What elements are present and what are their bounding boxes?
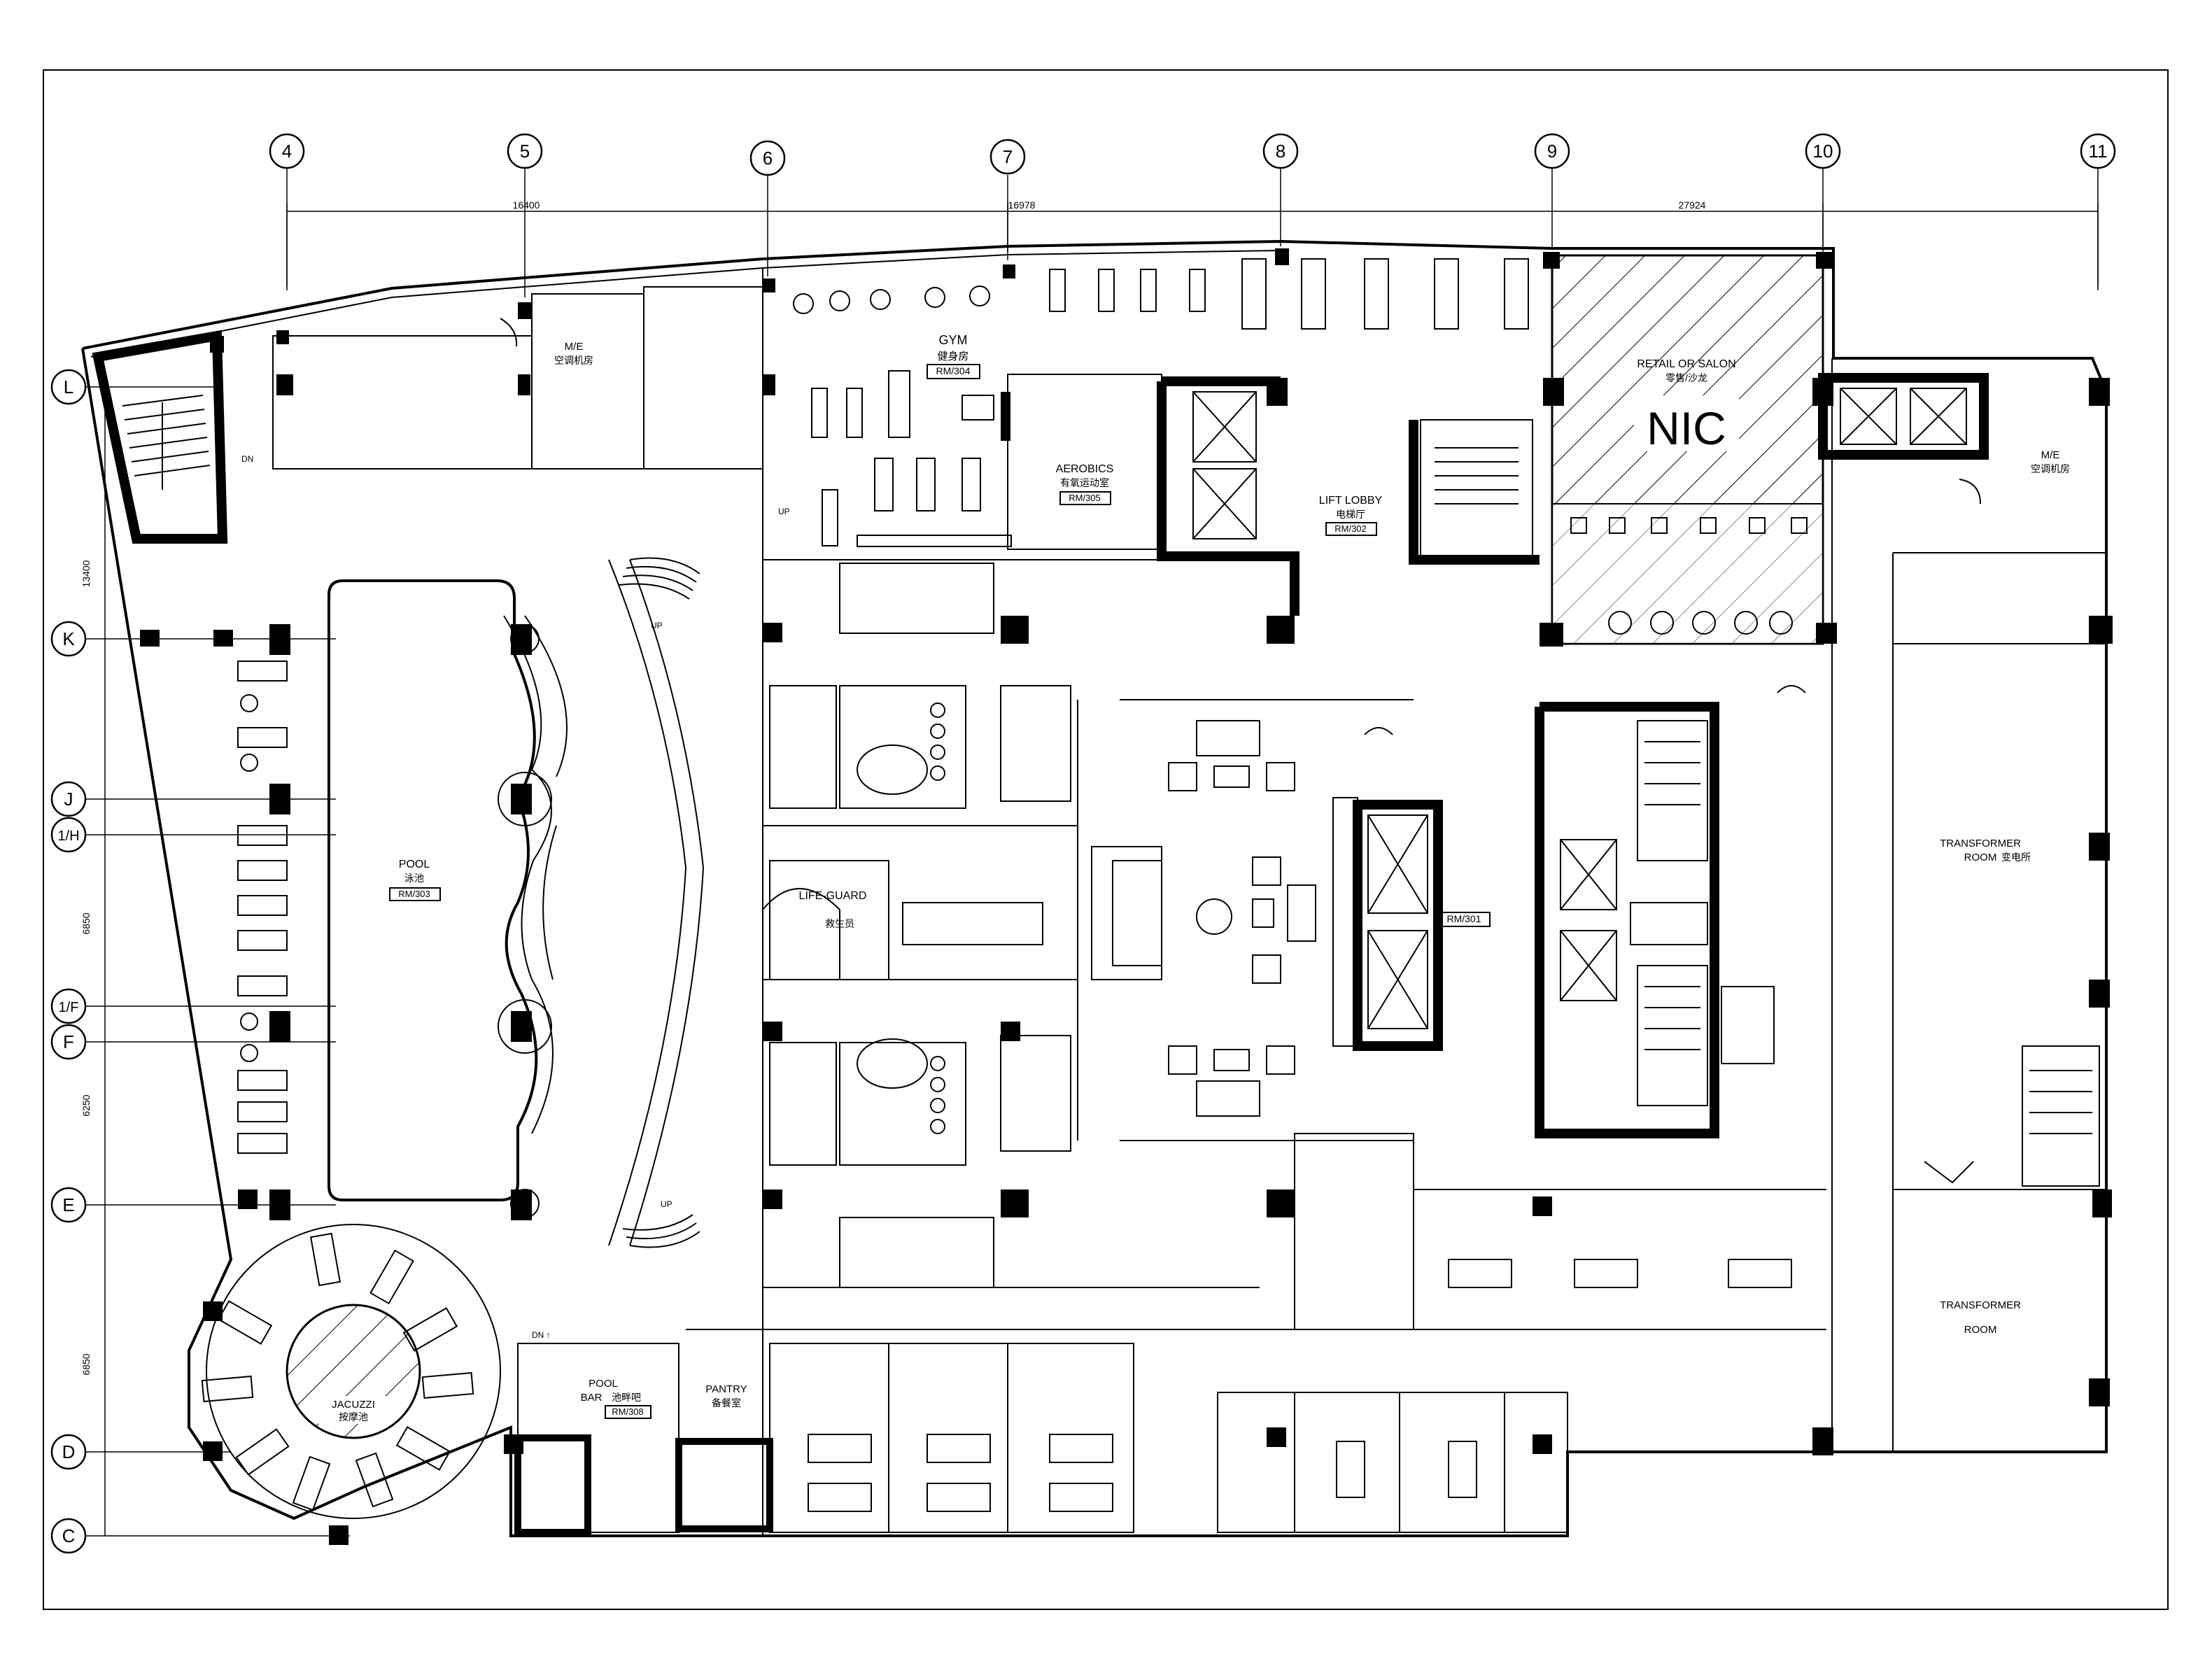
up-mark-pool: UP xyxy=(651,621,663,630)
grid-col-8: 8 xyxy=(1276,141,1285,162)
dn-mark-stair: DN xyxy=(241,454,253,464)
transformer2-label: TRANSFORMER xyxy=(1940,1299,2021,1311)
aerobics-cn-label: 有氧运动室 xyxy=(1060,477,1109,488)
gym-equipment xyxy=(793,258,1529,547)
south-rooms xyxy=(514,1133,1792,1536)
pantry-cn-label: 备餐室 xyxy=(712,1397,741,1409)
dimension-top-3: 27924 xyxy=(1679,199,1706,211)
grid-row-E: E xyxy=(62,1194,74,1215)
room-labels: GYM 健身房 RM/304 AEROBICS 有氧运动室 RM/305 LIF… xyxy=(241,333,2070,1424)
retail-seats xyxy=(1570,517,1808,635)
central-walls xyxy=(686,559,1826,1330)
pantry-label: PANTRY xyxy=(705,1383,747,1395)
lift-lobby-cn-label: 电梯厅 xyxy=(1336,509,1365,520)
pool-label: POOL xyxy=(399,859,430,870)
grid-row-C: C xyxy=(62,1525,76,1546)
transformer1-label2: ROOM xyxy=(1964,852,1997,863)
pool-code: RM/303 xyxy=(398,889,430,899)
pool-bar-label: POOL xyxy=(589,1378,618,1390)
jacuzzi-cn-label: 按摩池 xyxy=(339,1411,368,1423)
up-mark-south: UP xyxy=(661,1199,672,1209)
aerobics-code: RM/305 xyxy=(1069,493,1101,503)
me-right-label: M/E xyxy=(2041,449,2060,461)
retail-mark: NIC xyxy=(1647,402,1726,454)
gym-label: GYM xyxy=(938,333,967,347)
grid-row-F: F xyxy=(63,1031,74,1052)
pool-bar-label2: BAR xyxy=(581,1392,603,1404)
row-grid: L K J 1/H 1/F F E D C xyxy=(50,369,350,1554)
changing-rooms xyxy=(762,563,1071,1288)
lift-lobby-label: LIFT LOBBY xyxy=(1319,495,1383,507)
grid-col-9: 9 xyxy=(1547,141,1557,162)
transformer2-label2: ROOM xyxy=(1964,1324,1997,1336)
dimension-top-2: 16978 xyxy=(1008,199,1036,211)
pool-bar-cn-label: 池畔吧 xyxy=(612,1392,641,1403)
pool-stairs xyxy=(619,557,700,1248)
retail-cn-label: 零售/沙龙 xyxy=(1665,372,1707,383)
dimension-left-3: 6250 xyxy=(80,1094,92,1116)
sheet-border xyxy=(43,69,2169,1610)
grid-row-1F: 1/F xyxy=(59,1000,79,1015)
dimension-left-4: 6850 xyxy=(80,1353,92,1375)
grid-col-7: 7 xyxy=(1003,146,1013,167)
grid-row-1H: 1/H xyxy=(57,828,79,844)
grid-col-11: 11 xyxy=(2089,141,2108,162)
dn-mark-bar: DN ↑ xyxy=(532,1330,551,1340)
me-left-label: M/E xyxy=(565,341,584,353)
lift-core-central xyxy=(1332,797,1443,1051)
grid-col-4: 4 xyxy=(282,141,292,162)
retail-shopfront xyxy=(1551,503,1824,644)
grid-col-5: 5 xyxy=(520,141,530,162)
lift-core-north xyxy=(1157,376,1540,616)
lift-lobby-code: RM/302 xyxy=(1334,523,1367,534)
door-swings xyxy=(500,318,1981,1184)
grid-col-10: 10 xyxy=(1813,141,1833,162)
lounge-furniture xyxy=(1091,720,1316,1117)
grid-row-J: J xyxy=(64,789,73,810)
transformer1-label: TRANSFORMER xyxy=(1940,838,2021,849)
up-mark-west: UP xyxy=(778,507,790,516)
grid-row-K: K xyxy=(62,628,75,649)
lifeguard-cn-label: 救生员 xyxy=(825,918,854,929)
me-room-left xyxy=(272,286,763,470)
column-grid: 4 5 6 7 8 9 10 11 xyxy=(269,133,2116,297)
gym-cn-label: 健身房 xyxy=(937,351,968,362)
aerobics-label: AEROBICS xyxy=(1056,463,1114,475)
lift-core-northeast xyxy=(1818,373,2100,1187)
dimension-left-2: 6850 xyxy=(80,912,92,934)
jacuzzi xyxy=(201,1224,501,1519)
retail-label: RETAIL OR SALON xyxy=(1637,358,1735,370)
pool-loungers xyxy=(237,661,288,1154)
transformer1-cn-label: 变电所 xyxy=(2001,852,2031,863)
grid-row-L: L xyxy=(64,376,73,397)
lifeguard-label: LIFE-GUARD xyxy=(799,890,867,902)
jacuzzi-label: JACUZZI xyxy=(332,1399,375,1411)
grid-col-6: 6 xyxy=(763,148,773,169)
pool-bar-code: RM/308 xyxy=(612,1406,644,1417)
me-right-cn-label: 空调机房 xyxy=(2031,463,2070,474)
gym-code: RM/304 xyxy=(936,365,970,376)
main-code: RM/301 xyxy=(1446,913,1481,924)
structural-columns xyxy=(140,248,2113,1545)
pool-cn-label: 泳池 xyxy=(404,873,424,884)
aerobics-room xyxy=(1001,374,1162,550)
grid-row-D: D xyxy=(62,1441,76,1462)
stair-northwest xyxy=(92,330,228,544)
pool xyxy=(327,559,705,1246)
me-left-cn-label: 空调机房 xyxy=(554,355,593,366)
dimension-left-1: 13400 xyxy=(80,560,92,587)
dimension-top-1: 16400 xyxy=(513,199,540,211)
lift-core-east xyxy=(1535,702,1775,1138)
